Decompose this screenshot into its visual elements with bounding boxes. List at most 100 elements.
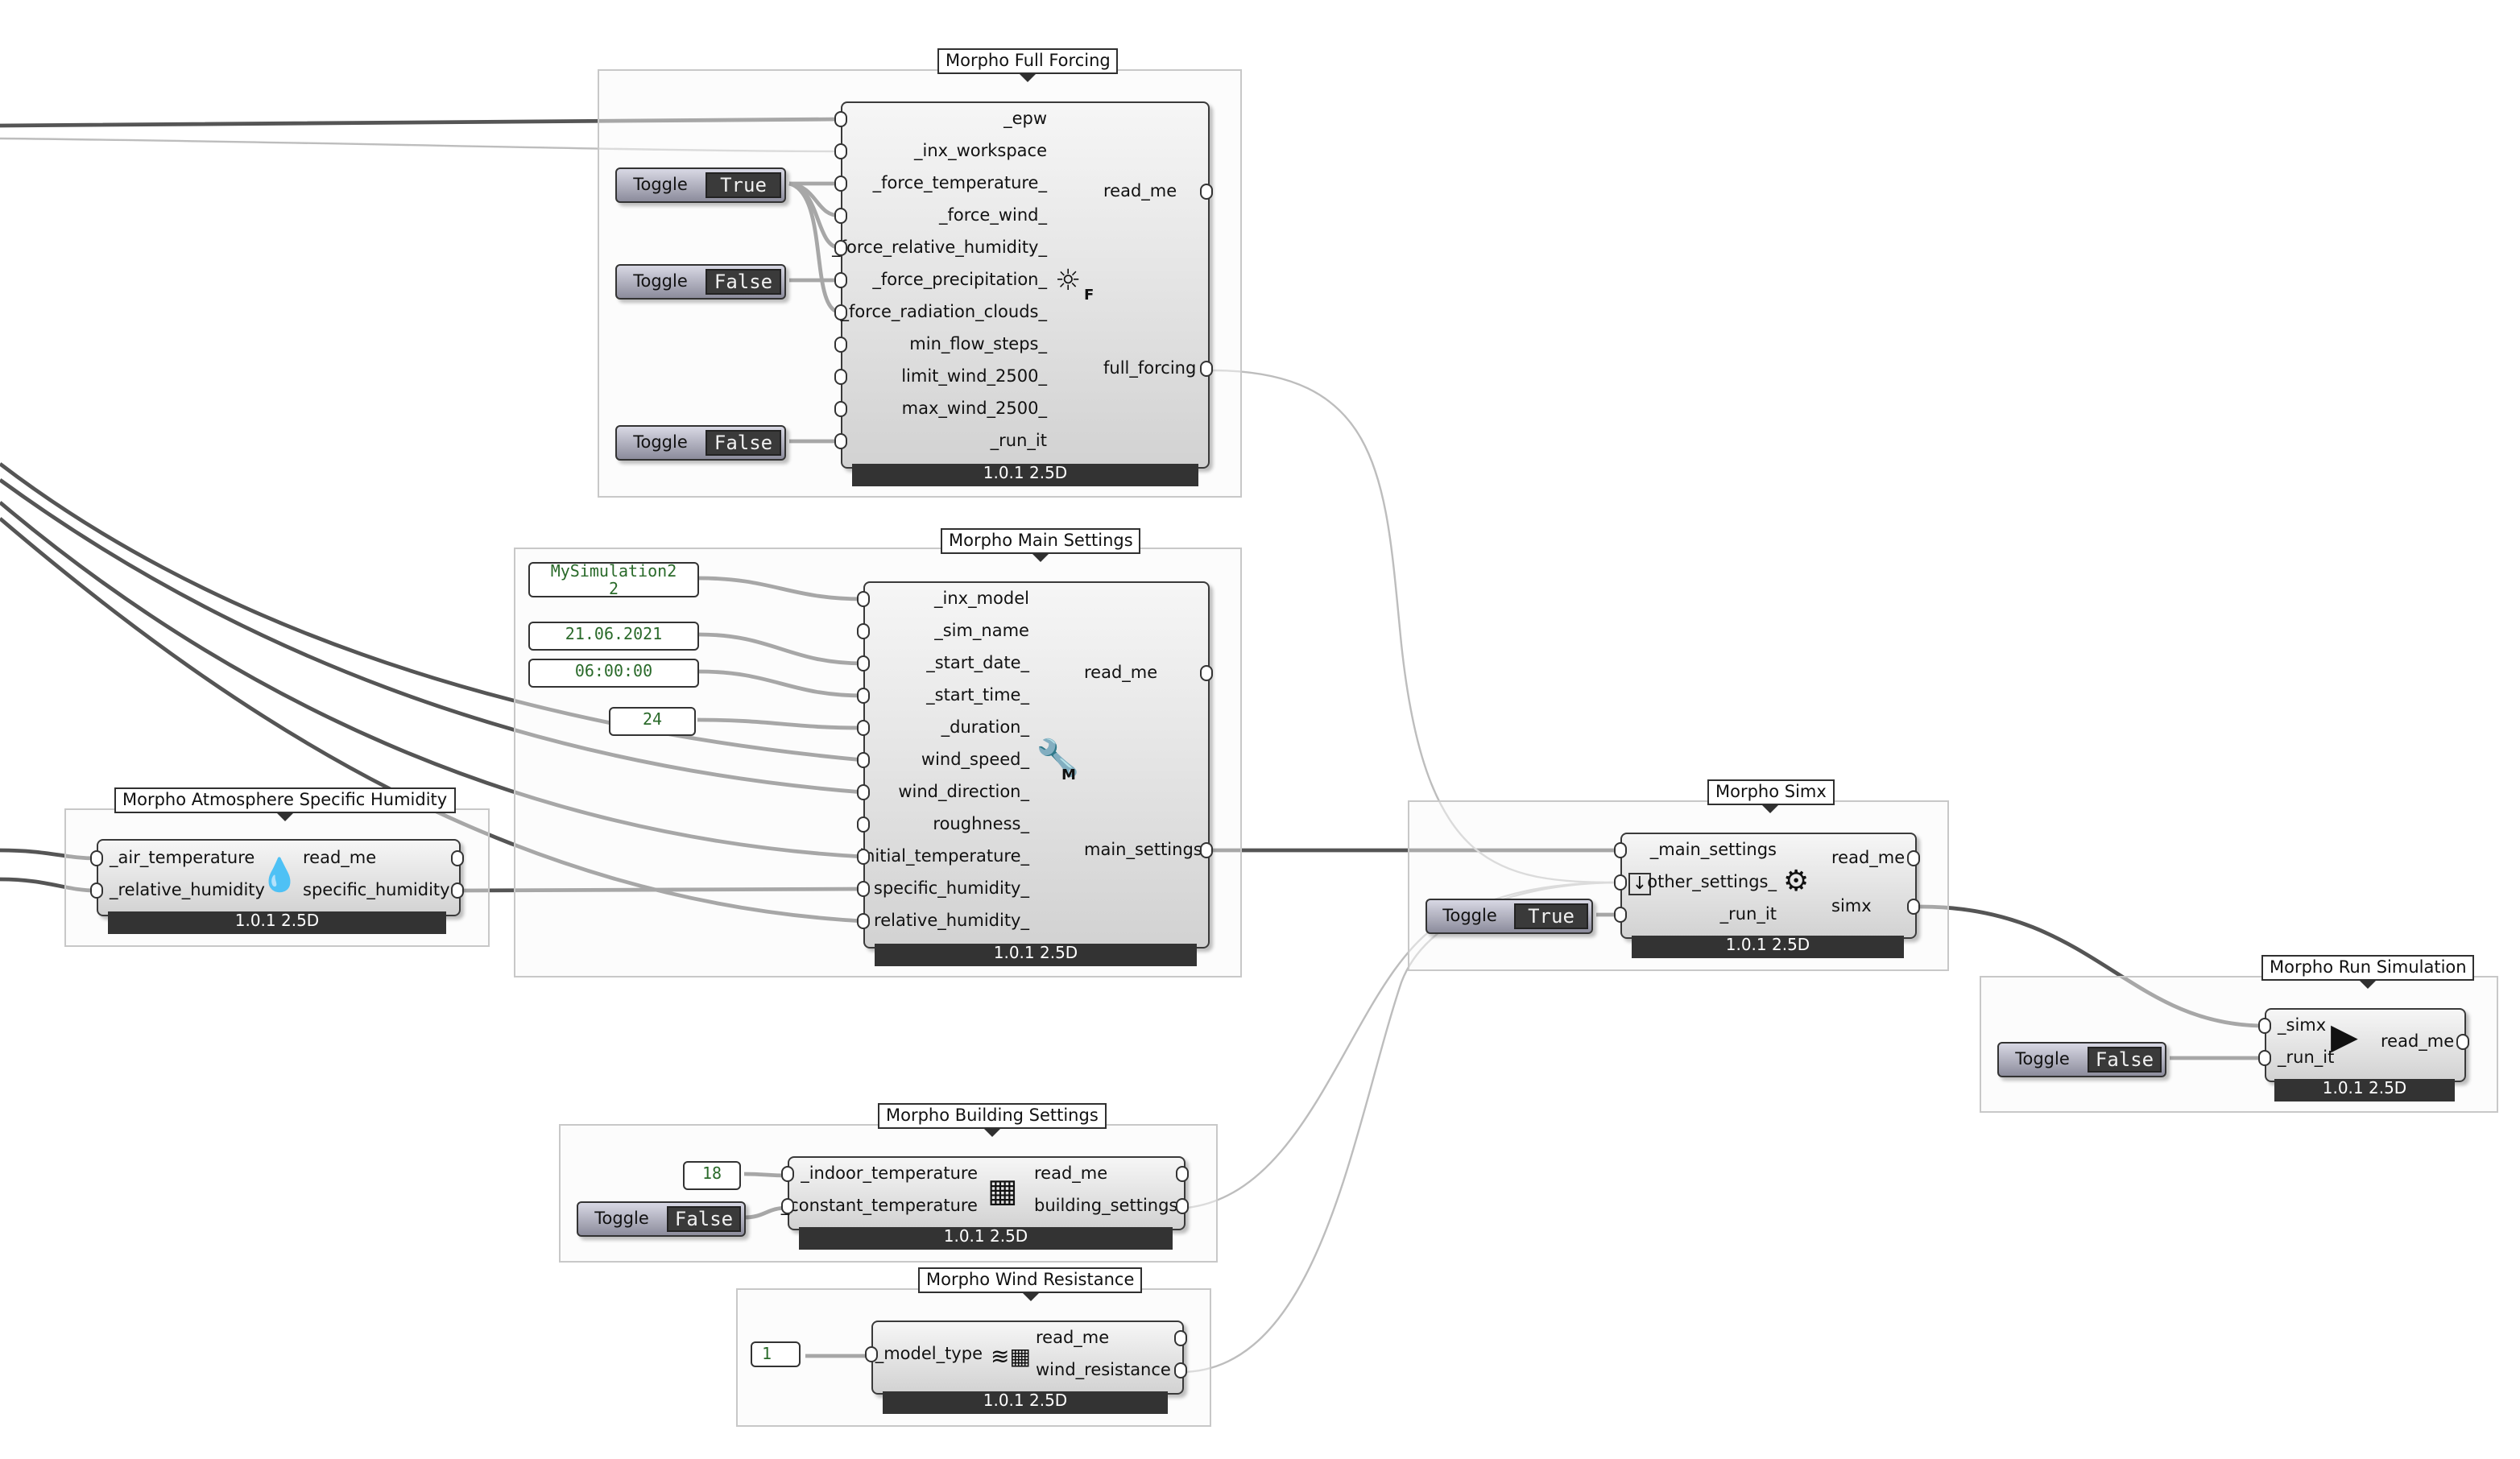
humidity-output-read-me[interactable]: read_me xyxy=(303,849,377,868)
port-connector-dot[interactable] xyxy=(90,882,103,899)
toggle-force-precipitation[interactable]: Toggle False xyxy=(615,264,786,300)
port-connector-dot[interactable] xyxy=(857,623,870,639)
port-connector-dot[interactable] xyxy=(857,784,870,800)
full-forcing-input-force-precipitation[interactable]: _force_precipitation_ xyxy=(872,271,1047,290)
panel-start-date[interactable]: 21.06.2021 xyxy=(528,622,699,651)
main-settings-input-start-time[interactable]: _start_time_ xyxy=(926,686,1029,705)
toggle-run-simulation[interactable]: Toggle False xyxy=(1997,1042,2166,1077)
port-connector-dot[interactable] xyxy=(2258,1018,2271,1034)
main-settings-input-initial-temperature[interactable]: initial_temperature_ xyxy=(859,847,1029,866)
simx-input-run-it[interactable]: _run_it xyxy=(1719,905,1777,924)
port-connector-dot[interactable] xyxy=(1200,842,1213,858)
port-connector-dot[interactable] xyxy=(1176,1198,1189,1214)
port-connector-dot[interactable] xyxy=(781,1166,794,1182)
full-forcing-input-run-it[interactable]: _run_it xyxy=(990,432,1047,451)
component-simx[interactable]: ⚙ ↓ xyxy=(1620,833,1917,939)
full-forcing-input-min-flow-steps[interactable]: min_flow_steps_ xyxy=(909,335,1047,354)
wind-res-input-model-type[interactable]: _model_type xyxy=(875,1345,983,1364)
port-connector-dot[interactable] xyxy=(834,240,847,256)
port-connector-dot[interactable] xyxy=(834,304,847,320)
port-connector-dot[interactable] xyxy=(834,337,847,353)
component-building[interactable]: ▦ xyxy=(788,1156,1186,1230)
port-connector-dot[interactable] xyxy=(857,913,870,929)
panel-duration[interactable]: 24 xyxy=(609,707,696,736)
main-settings-input-specific-humidity[interactable]: specific_humidity_ xyxy=(873,879,1029,899)
building-output-read-me[interactable]: read_me xyxy=(1034,1164,1108,1184)
port-connector-dot[interactable] xyxy=(834,272,847,288)
download-icon[interactable]: ↓ xyxy=(1628,873,1651,895)
building-input-constant-temperature[interactable]: _constant_temperature xyxy=(780,1197,978,1216)
port-connector-dot[interactable] xyxy=(781,1198,794,1214)
port-connector-dot[interactable] xyxy=(834,143,847,159)
main-settings-input-relative-humidity[interactable]: relative_humidity_ xyxy=(874,911,1029,931)
toggle-run-full-forcing[interactable]: Toggle False xyxy=(615,425,786,461)
port-connector-dot[interactable] xyxy=(834,208,847,224)
full-forcing-input-max-wind-2500[interactable]: max_wind_2500_ xyxy=(901,399,1047,419)
simx-output-simx[interactable]: simx xyxy=(1831,897,1872,916)
port-connector-dot[interactable] xyxy=(834,176,847,192)
port-connector-dot[interactable] xyxy=(857,881,870,897)
port-connector-dot[interactable] xyxy=(90,850,103,866)
port-connector-dot[interactable] xyxy=(857,688,870,704)
main-settings-input-wind-speed[interactable]: wind_speed_ xyxy=(921,750,1029,770)
full-forcing-output-full-forcing[interactable]: full_forcing xyxy=(1103,359,1197,378)
run-input-simx[interactable]: _simx xyxy=(2278,1016,2327,1035)
port-connector-dot[interactable] xyxy=(1614,874,1627,891)
panel-indoor-temp[interactable]: 18 xyxy=(683,1161,741,1190)
main-settings-output-main-settings[interactable]: main_settings xyxy=(1084,841,1202,860)
port-connector-dot[interactable] xyxy=(2258,1050,2271,1066)
main-settings-input-roughness[interactable]: roughness_ xyxy=(933,815,1029,834)
port-connector-dot[interactable] xyxy=(1176,1166,1189,1182)
main-settings-input-duration[interactable]: _duration_ xyxy=(941,718,1029,738)
full-forcing-input-force-wind[interactable]: _force_wind_ xyxy=(938,206,1047,225)
port-connector-dot[interactable] xyxy=(451,850,464,866)
wind-res-output-wind-resistance[interactable]: wind_resistance xyxy=(1036,1361,1171,1380)
port-connector-dot[interactable] xyxy=(1174,1330,1187,1346)
port-connector-dot[interactable] xyxy=(834,369,847,385)
port-connector-dot[interactable] xyxy=(1200,665,1213,681)
port-connector-dot[interactable] xyxy=(834,111,847,127)
port-connector-dot[interactable] xyxy=(1200,184,1213,200)
toggle-force-temperature[interactable]: Toggle True xyxy=(615,167,786,203)
port-connector-dot[interactable] xyxy=(857,591,870,607)
main-settings-input-start-date[interactable]: _start_date_ xyxy=(926,654,1029,673)
humidity-input-air-temperature[interactable]: _air_temperature xyxy=(110,849,255,868)
port-connector-dot[interactable] xyxy=(857,655,870,672)
port-connector-dot[interactable] xyxy=(1174,1362,1187,1378)
port-connector-dot[interactable] xyxy=(857,720,870,736)
port-connector-dot[interactable] xyxy=(2456,1034,2469,1050)
port-connector-dot[interactable] xyxy=(1614,842,1627,858)
main-settings-input-wind-direction[interactable]: wind_direction_ xyxy=(898,783,1029,802)
panel-start-time[interactable]: 06:00:00 xyxy=(528,659,699,688)
port-connector-dot[interactable] xyxy=(857,816,870,833)
component-full-forcing[interactable]: ☼ F xyxy=(841,101,1210,469)
full-forcing-input-limit-wind-2500[interactable]: limit_wind_2500_ xyxy=(901,367,1047,386)
toggle-run-simx[interactable]: Toggle True xyxy=(1426,899,1593,934)
main-settings-output-read-me[interactable]: read_me xyxy=(1084,663,1158,683)
building-input-indoor-temperature[interactable]: _indoor_temperature xyxy=(801,1164,978,1184)
toggle-constant-temperature[interactable]: Toggle False xyxy=(577,1201,746,1237)
port-connector-dot[interactable] xyxy=(1907,850,1920,866)
port-connector-dot[interactable] xyxy=(857,752,870,768)
full-forcing-output-read-me[interactable]: read_me xyxy=(1103,182,1177,201)
panel-model-type[interactable]: 1 xyxy=(751,1341,801,1367)
port-connector-dot[interactable] xyxy=(834,401,847,417)
port-connector-dot[interactable] xyxy=(834,433,847,449)
full-forcing-input-force-radiation-clouds[interactable]: _force_radiation_clouds_ xyxy=(840,303,1047,322)
port-connector-dot[interactable] xyxy=(1200,361,1213,377)
panel-sim-name[interactable]: MySimulation2 2 xyxy=(528,562,699,597)
humidity-input-relative-humidity[interactable]: _relative_humidity xyxy=(110,881,265,900)
port-connector-dot[interactable] xyxy=(865,1346,878,1362)
main-settings-input-sim-name[interactable]: _sim_name xyxy=(934,622,1029,641)
run-input-run-it[interactable]: _run_it xyxy=(2278,1048,2335,1068)
full-forcing-input-force-temperature[interactable]: _force_temperature_ xyxy=(872,174,1047,193)
wind-res-output-read-me[interactable]: read_me xyxy=(1036,1329,1110,1348)
humidity-output-specific-humidity[interactable]: specific_humidity xyxy=(303,881,450,900)
simx-output-read-me[interactable]: read_me xyxy=(1831,849,1906,868)
full-forcing-input-force-relative-humidity[interactable]: _force_relative_humidity_ xyxy=(832,238,1047,258)
component-run-simulation[interactable]: ▶ xyxy=(2265,1008,2466,1082)
run-output-read-me[interactable]: read_me xyxy=(2381,1032,2455,1052)
port-connector-dot[interactable] xyxy=(1614,907,1627,923)
full-forcing-input-epw[interactable]: _epw xyxy=(1003,110,1047,129)
full-forcing-input-inx-workspace[interactable]: _inx_workspace xyxy=(914,142,1047,161)
